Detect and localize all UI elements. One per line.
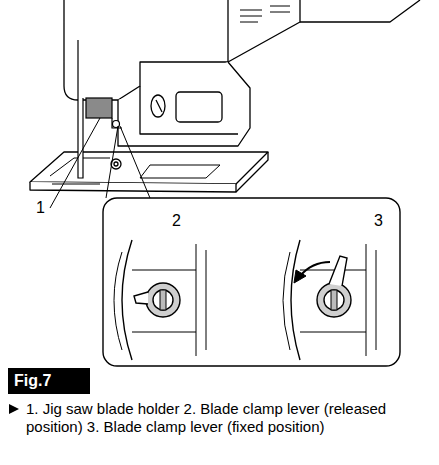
jigsaw-body — [140, 86, 238, 134]
jigsaw-body — [227, 0, 228, 62]
detail-inset — [366, 244, 376, 356]
jigsaw-body — [114, 162, 118, 166]
leader-lines — [120, 126, 150, 198]
detail-inset — [134, 292, 148, 304]
jigsaw-body — [156, 100, 162, 112]
blade-holder — [86, 98, 112, 118]
detail-inset — [132, 270, 196, 332]
detail-inset — [294, 270, 306, 283]
jigsaw-body — [240, 6, 290, 22]
blade-holder — [113, 121, 120, 128]
detail-inset — [329, 256, 347, 286]
detail-inset — [103, 198, 400, 366]
jigsaw-body — [176, 92, 222, 122]
figure-tag: Fig.7 — [8, 368, 90, 394]
detail-inset — [317, 283, 351, 317]
jigsaw-body — [236, 152, 268, 192]
callout-number: 3 — [374, 212, 383, 230]
leader-lines — [50, 118, 100, 208]
figure-caption: 1. Jig saw blade holder 2. Blade clamp l… — [26, 400, 432, 436]
jigsaw-body — [118, 62, 250, 146]
caption-marker — [9, 404, 19, 414]
detail-inset — [196, 244, 206, 356]
blade-holder — [78, 40, 122, 178]
jigsaw-body — [300, 0, 420, 22]
jigsaw-body — [140, 165, 220, 178]
detail-inset — [114, 252, 122, 350]
detail-inset — [291, 240, 300, 360]
leader-lines — [106, 126, 118, 198]
callout-number: 2 — [172, 212, 181, 230]
detail-inset — [103, 198, 400, 366]
jigsaw-body — [151, 95, 165, 117]
detail-inset — [146, 283, 180, 317]
detail-inset — [153, 290, 173, 310]
detail-inset — [331, 290, 337, 310]
detail-inset — [300, 262, 330, 276]
detail-inset — [160, 290, 166, 310]
callout-number: 1 — [36, 199, 45, 217]
detail-inset — [283, 252, 290, 350]
detail-inset — [324, 290, 344, 310]
jigsaw-body — [30, 0, 420, 192]
figure-number: Fig.7 — [14, 372, 84, 390]
detail-inset — [122, 240, 132, 360]
blade-holder — [78, 40, 83, 178]
caption-marker — [9, 404, 19, 414]
